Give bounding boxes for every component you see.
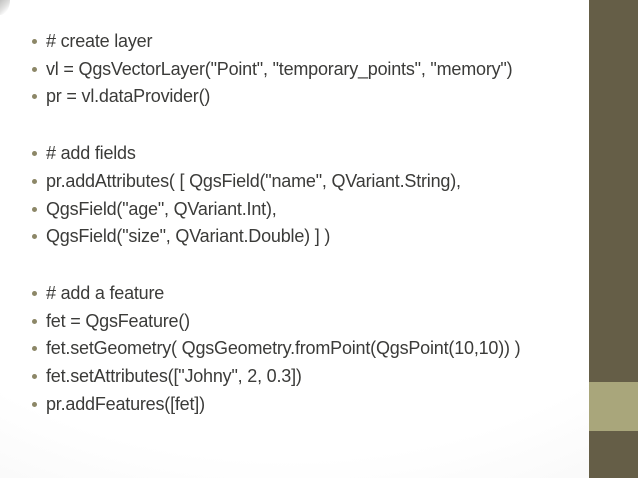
sidebar-accent-square [589,382,638,431]
code-line: pr.addFeatures([fet]) [32,391,583,419]
code-text: QgsField("age", QVariant.Int), [46,198,277,219]
bullet-icon [32,178,37,184]
code-line: fet = QgsFeature() [32,308,583,336]
bullet-icon [32,234,37,240]
code-text: # add a feature [46,282,165,303]
slide-body: # create layer vl = QgsVectorLayer("Poin… [32,28,583,419]
code-line: QgsField("age", QVariant.Int), [32,196,583,224]
bullet-icon [32,39,37,44]
bullet-icon [32,374,37,380]
sidebar-bar [589,0,638,478]
code-line: fet.setGeometry( QgsGeometry.fromPoint(Q… [32,335,583,363]
code-line: pr = vl.dataProvider() [32,83,583,111]
corner-curl-artifact [0,0,10,15]
code-block-add-feature: # add a feature fet = QgsFeature() fet.s… [32,280,583,419]
bullet-icon [32,401,37,407]
code-text: pr = vl.dataProvider() [46,86,211,107]
bullet-icon [32,206,37,212]
bullet-icon [32,346,37,352]
bullet-icon [32,290,37,296]
bullet-icon [32,318,37,324]
code-text: pr.addFeatures([fet]) [46,393,205,414]
code-text: fet.setAttributes(["Johny", 2, 0.3]) [46,366,302,387]
code-line: fet.setAttributes(["Johny", 2, 0.3]) [32,363,583,391]
code-line: # add fields [32,140,583,168]
code-block-add-fields: # add fields pr.addAttributes( [ QgsFiel… [32,140,583,251]
code-block-create-layer: # create layer vl = QgsVectorLayer("Poin… [32,28,583,111]
code-text: fet.setGeometry( QgsGeometry.fromPoint(Q… [46,338,521,359]
code-line: pr.addAttributes( [ QgsField("name", QVa… [32,168,583,196]
bullet-icon [32,151,37,157]
code-line: # add a feature [32,280,583,308]
code-text: fet = QgsFeature() [46,310,190,331]
code-text: pr.addAttributes( [ QgsField("name", QVa… [46,170,461,191]
bullet-icon [32,94,37,100]
code-text: # add fields [46,143,136,164]
code-text: vl = QgsVectorLayer("Point", "temporary_… [46,58,513,79]
code-text: # create layer [46,31,153,51]
code-text: QgsField("size", QVariant.Double) ] ) [46,226,331,247]
code-line: vl = QgsVectorLayer("Point", "temporary_… [32,56,583,84]
code-line: # create layer [32,28,583,56]
bullet-icon [32,66,37,72]
code-line: QgsField("size", QVariant.Double) ] ) [32,223,583,251]
